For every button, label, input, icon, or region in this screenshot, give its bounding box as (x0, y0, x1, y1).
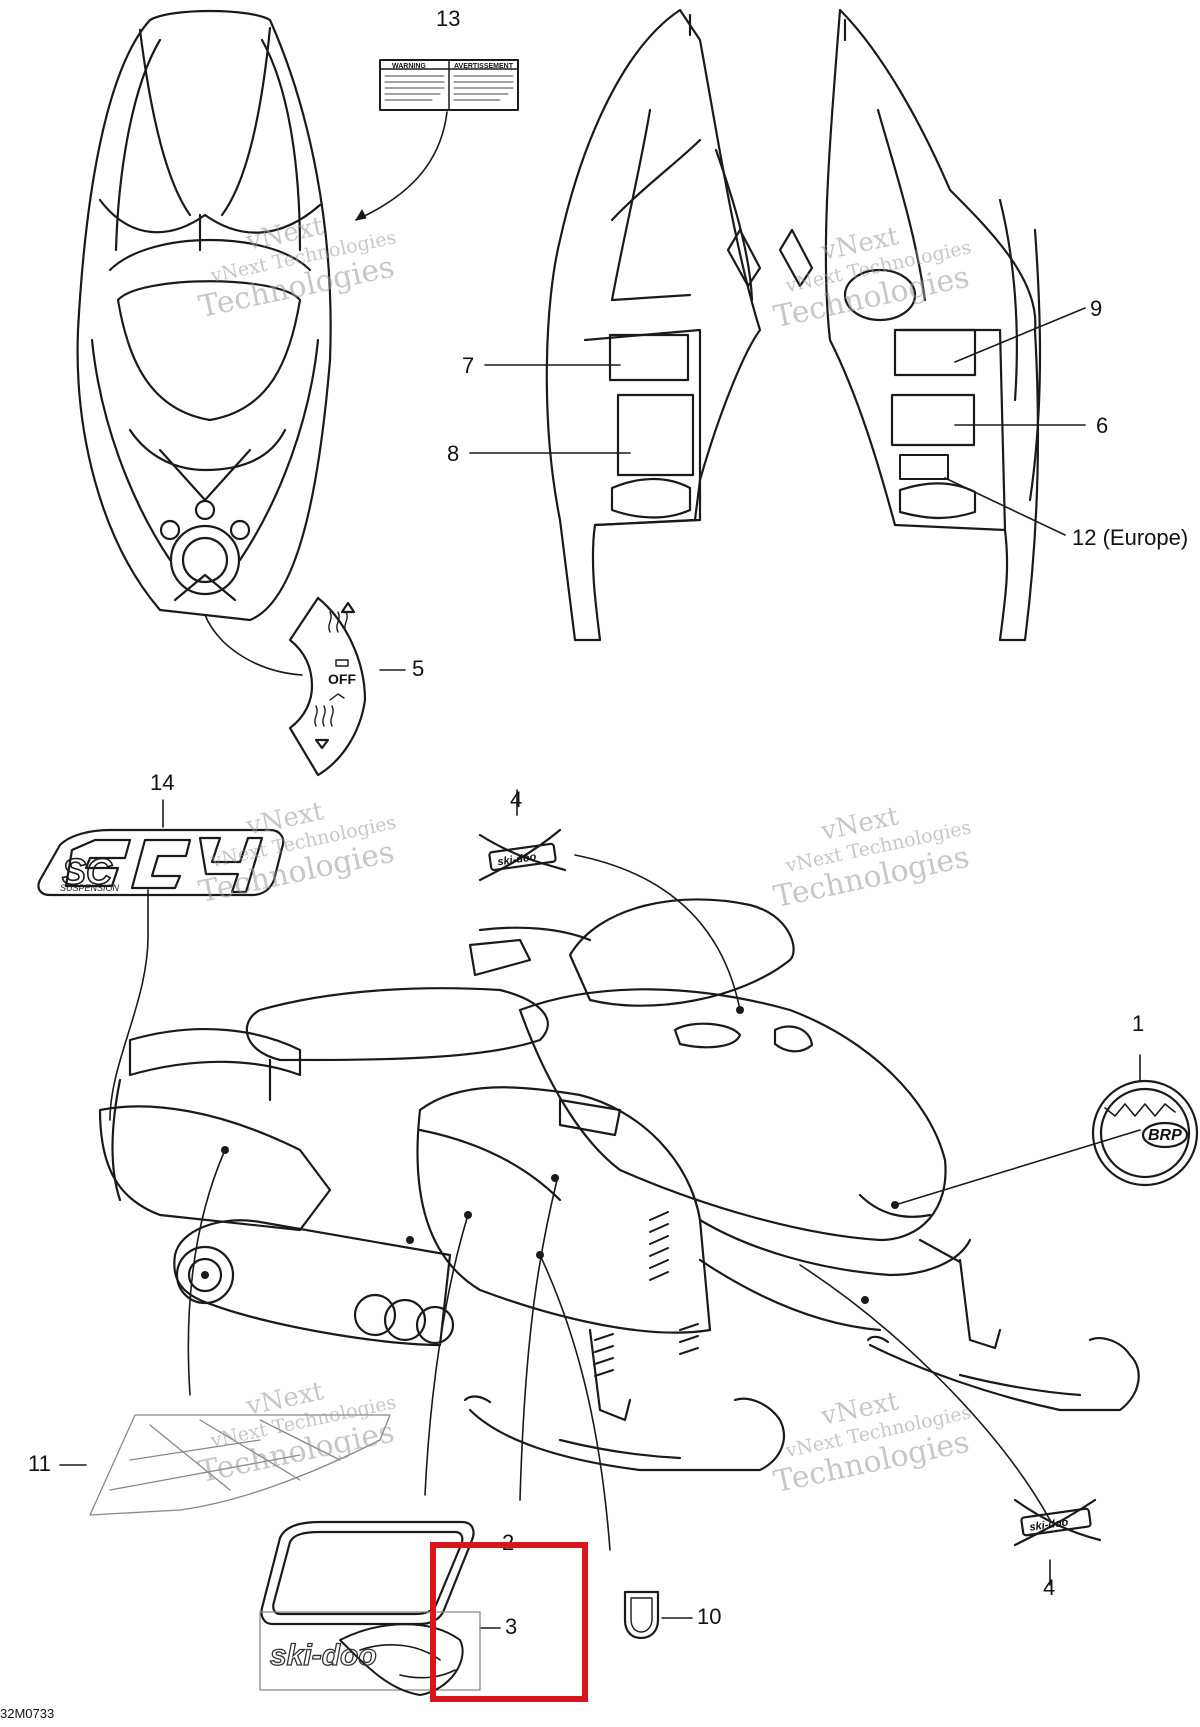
skidoo-decal-text: ski-doo (270, 1639, 377, 1672)
skidoo-text-bottom: ski-doo (1029, 1516, 1070, 1533)
part-10-grommet (623, 1590, 660, 1640)
highlight-box (430, 1542, 588, 1702)
skidoo-text-top: ski-doo (497, 851, 538, 868)
brp-badge (1091, 1079, 1199, 1187)
warning-label-13 (379, 59, 519, 111)
skidoo-logo-bottom (1013, 1498, 1102, 1547)
callout-5: 5 (412, 656, 425, 681)
callout-1: 1 (1132, 1011, 1145, 1036)
callout-8: 8 (447, 441, 460, 466)
callout-3: 3 (505, 1614, 518, 1639)
side-panels (545, 8, 1042, 642)
skidoo-logo-top (478, 828, 567, 882)
callout-9: 9 (1090, 296, 1103, 321)
drawing-code: 32M0733 (0, 1706, 55, 1721)
sc-logo-text: SC (62, 851, 113, 892)
switch-label-5 (288, 596, 367, 777)
callout-7: 7 (462, 353, 475, 378)
callout-11: 11 (28, 1451, 51, 1476)
warning-text-en: WARNING (392, 63, 426, 70)
brp-text: BRP (1148, 1127, 1182, 1144)
callout-14: 14 (150, 770, 175, 795)
callout-10: 10 (697, 1604, 722, 1629)
sc-suspension-text: SUSPENSION (60, 883, 120, 893)
decal-11 (89, 1414, 391, 1516)
callout-13: 13 (436, 6, 461, 31)
callout-4-top: 4 (510, 787, 523, 812)
switch-off-text: OFF (328, 671, 356, 687)
hood-top-view (76, 9, 332, 622)
callout-4-bottom: 4 (1043, 1575, 1056, 1600)
callout-6: 6 (1096, 413, 1109, 438)
sc4-logo-14 (37, 828, 285, 897)
callout-12-europe: 12 (Europe) (1072, 525, 1189, 550)
warning-text-fr: AVERTISSEMENT (454, 63, 514, 70)
snowmobile-illustration (98, 898, 1140, 1472)
